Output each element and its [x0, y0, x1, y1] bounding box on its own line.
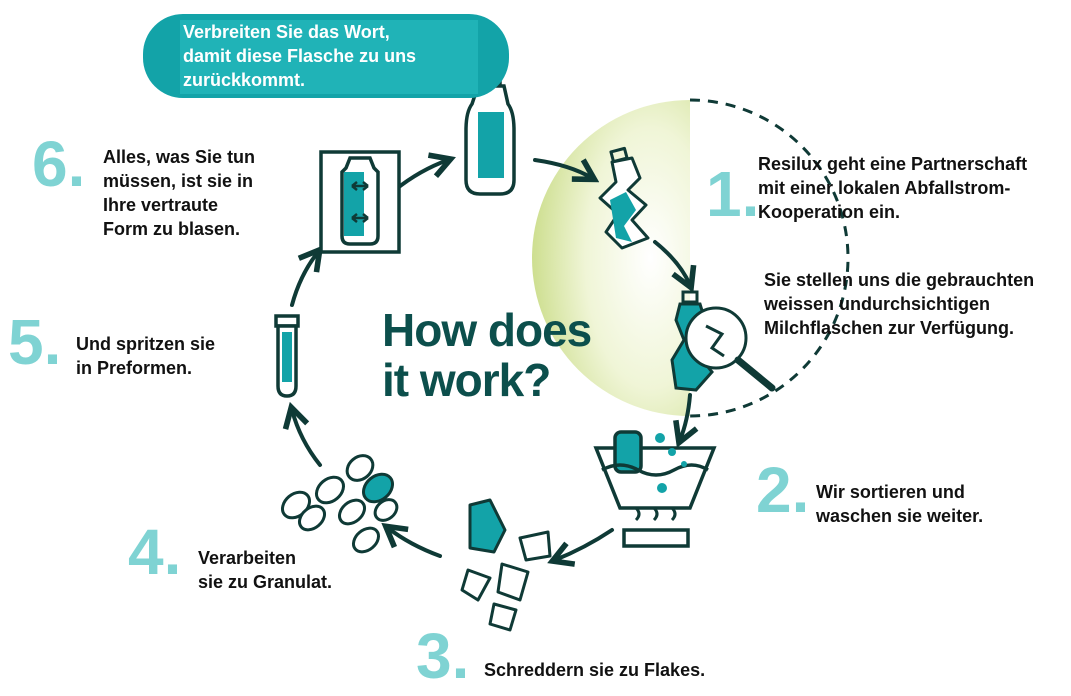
step-1b-text: Sie stellen uns die gebrauchten weissen … — [764, 270, 1035, 338]
arrow-right-lower — [680, 393, 690, 440]
step-1-text: Resilux geht eine Partnerschaft mit eine… — [758, 154, 1028, 222]
step-2-number: 2. — [756, 454, 810, 526]
step-4-text: Verarbeiten sie zu Granulat. — [198, 548, 333, 592]
arrow-bottom-left — [388, 528, 442, 558]
step-5-number: 5. — [8, 306, 62, 378]
magnifier-icon — [670, 290, 776, 392]
step-6-number: 6. — [32, 128, 86, 200]
crushed-bottle-icon — [598, 146, 650, 250]
step-2-text: Wir sortieren und waschen sie weiter. — [816, 482, 984, 526]
step-3-number: 3. — [416, 620, 470, 692]
center-title: How does it work? — [382, 304, 592, 406]
banner-inner-box — [180, 20, 478, 94]
step-3-text: Schreddern sie zu Flakes. — [484, 660, 706, 680]
granulate-icon — [281, 454, 399, 554]
arrow-top-right — [533, 158, 592, 178]
blow-mould-icon — [319, 150, 401, 254]
banner-text: Verbreiten Sie das Wort, damit diese Fla… — [183, 22, 417, 90]
glow-half-circle — [532, 100, 690, 416]
arrow-top-left — [393, 160, 448, 192]
step-4-number: 4. — [128, 516, 182, 588]
step-6-text: Alles, was Sie tun müssen, ist sie in Ih… — [103, 147, 256, 239]
arrow-right-upper — [653, 240, 690, 285]
arrow-left-upper — [290, 252, 318, 307]
dashed-arc — [689, 98, 850, 418]
arrow-left-lower — [292, 410, 322, 467]
step-5-text: Und spritzen sie in Preformen. — [76, 334, 216, 378]
washing-basin-icon — [593, 430, 717, 548]
preform-icon — [274, 314, 300, 398]
step-1-number: 1. — [706, 158, 760, 230]
flakes-icon — [460, 498, 552, 632]
arrow-bottom-right — [555, 528, 614, 560]
